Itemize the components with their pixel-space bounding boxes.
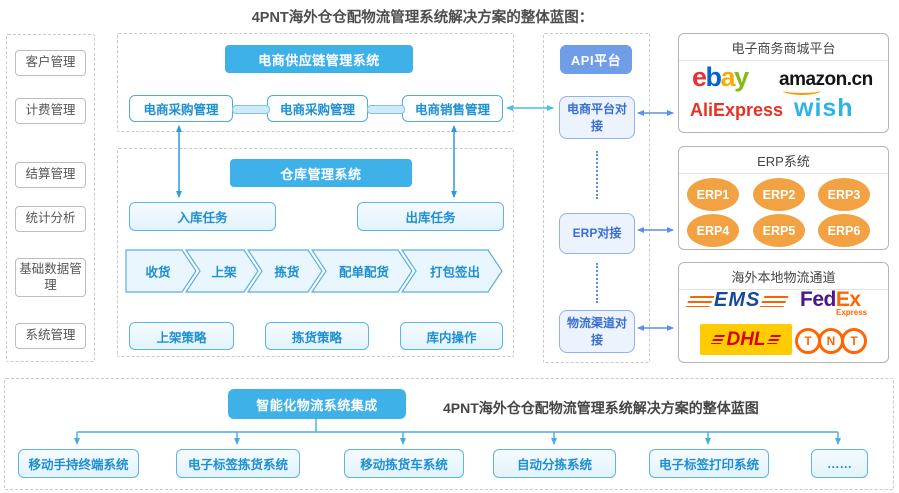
panel-erp-title: ERP系统 [679,147,888,174]
api-platform-header: API平台 [560,45,632,74]
node-label-printing: 电子标签打印系统 [649,449,769,478]
node-mobile-picking-cart: 移动拣货车系统 [344,449,464,478]
fedex-logo: FedEx [800,288,861,311]
erp-node-6: ERP6 [818,214,870,247]
node-ecom-platform-connect: 电商平台对接 [559,96,635,139]
sidebar-item-settlement: 结算管理 [15,162,86,188]
warehouse-header: 仓库管理系统 [230,159,412,187]
ems-stripes-icon [759,296,789,307]
sidebar-item-basic-data: 基础数据管理 [15,258,86,297]
node-handheld-terminal: 移动手持终端系统 [18,449,139,478]
sidebar-group: 客户管理 计费管理 结算管理 统计分析 基础数据管理 系统管理 [6,34,95,362]
ems-stripes-icon [685,296,715,307]
intelligent-logistics-group: 智能化物流系统集成 移动手持终端系统 电子标签拣货系统 移动拣货车系统 自动分拣… [4,378,894,490]
intelligent-logistics-header: 智能化物流系统集成 [228,389,406,419]
erp-node-5: ERP5 [753,214,805,247]
ebay-logo: ebay [692,62,749,92]
erp-node-2: ERP2 [753,178,805,211]
panel-logistics-title: 海外本地物流通道 [679,263,888,290]
tnt-logo: T N T [795,328,867,354]
node-label-picking: 电子标签拣货系统 [176,449,300,478]
erp-node-4: ERP4 [687,214,739,247]
fedex-express-label: Express [836,308,868,317]
connector-stub [367,105,405,114]
dotted-connector [596,151,598,199]
erp-node-1: ERP1 [687,178,739,211]
panel-ecommerce-malls-title: 电子商务商城平台 [679,34,888,61]
node-picking-strategy: 拣货策略 [265,322,369,350]
erp-node-3: ERP3 [818,178,870,211]
amazon-logo: amazon.cn [779,69,873,90]
page-title: 4PNT海外仓仓配物流管理系统解决方案的整体蓝图： [251,10,594,26]
wish-logo: wish [794,94,854,122]
dhl-stripes-icon [711,335,726,344]
sidebar-item-system: 系统管理 [15,323,86,349]
supply-chain-header: 电商供应链管理系统 [225,45,413,73]
flow-step-pick: 拣货 [274,265,300,280]
flow-step-allocate: 配单配货 [338,265,390,280]
node-ecom-sales: 电商销售管理 [402,95,503,122]
warehouse-group: 仓库管理系统 入库任务 出库任务 上架策略 拣货策略 库内操作 [117,148,514,357]
sidebar-item-customer: 客户管理 [15,50,86,76]
amazon-swoosh-icon [783,86,821,95]
api-platform-group: API平台 电商平台对接 ERP对接 物流渠道对接 [543,33,650,363]
bottom-caption: 4PNT海外仓仓配物流管理系统解决方案的整体蓝图 [443,400,759,416]
node-ecom-purchase-2: 电商采购管理 [267,95,368,122]
node-warehouse-ops: 库内操作 [400,322,503,350]
panel-erp-systems: ERP系统 ERP1 ERP2 ERP3 ERP4 ERP5 ERP6 [678,146,889,250]
node-putaway-strategy: 上架策略 [129,322,234,350]
node-erp-connect: ERP对接 [559,213,635,254]
dhl-logo: DHL [700,324,792,355]
node-auto-sorting: 自动分拣系统 [493,449,616,478]
supply-chain-group: 电商供应链管理系统 电商采购管理 电商采购管理 电商销售管理 [117,33,514,132]
flow-step-putaway: 上架 [211,265,237,280]
node-ecom-purchase-1: 电商采购管理 [129,95,233,122]
connector-stub [232,105,270,114]
sidebar-item-statistics: 统计分析 [15,206,86,232]
dhl-stripes-icon [766,335,781,344]
flow-step-pack-signout: 打包签出 [429,265,481,280]
dotted-connector [596,263,598,303]
ems-logo: EMS [714,289,761,311]
flow-step-receive: 收货 [145,265,171,280]
aliexpress-logo: AliExpress [690,100,784,120]
node-inbound-task: 入库任务 [129,202,276,231]
node-outbound-task: 出库任务 [357,202,504,231]
node-more-systems: …… [811,449,868,478]
node-logistics-channel-connect: 物流渠道对接 [559,310,635,353]
panel-ecommerce-malls: 电子商务商城平台 [678,33,889,133]
sidebar-item-billing: 计费管理 [15,98,86,124]
